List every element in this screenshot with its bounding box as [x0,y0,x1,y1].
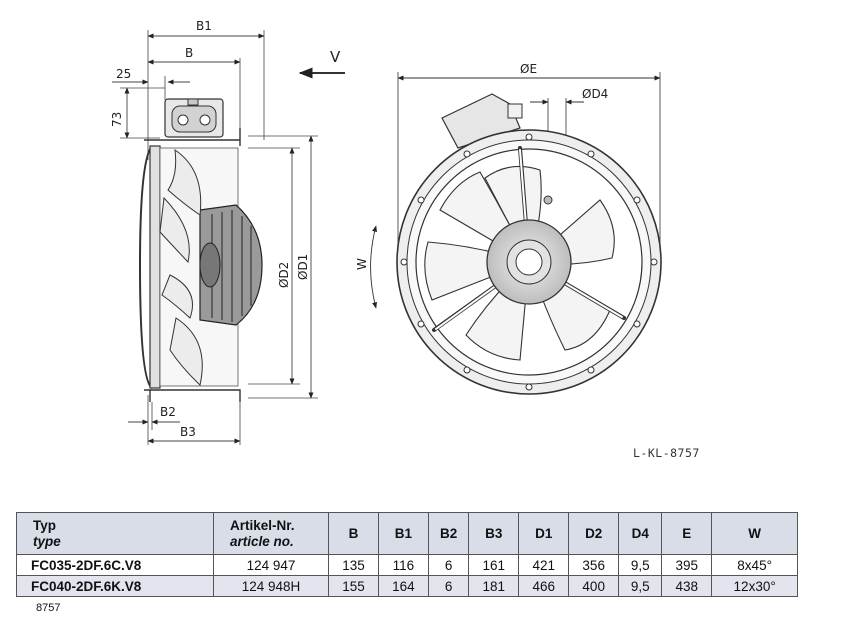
cell-d2: 356 [568,554,620,576]
dim-d4-label: ØD4 [582,87,608,101]
table-row: FC040-2DF.6K.V8 124 948H 155 164 6 181 4… [16,575,798,597]
col-article-label: Artikel-Nr. [230,517,295,533]
col-w: W [711,512,798,555]
cell-d1: 421 [518,554,570,576]
cell-type: FC035-2DF.6C.V8 [16,554,214,576]
drawing-ref-code: L-KL-8757 [633,446,700,460]
cell-b2: 6 [427,575,470,597]
dim-d2-label: ØD2 [277,262,291,288]
table-header-row: Typ type Artikel-Nr. article no. B B1 B2… [16,512,798,555]
cell-d4: 9,5 [618,575,663,597]
dim-e-label: ØE [520,62,537,76]
cell-d4: 9,5 [618,554,663,576]
col-d4: D4 [618,512,663,555]
cell-d2: 400 [568,575,620,597]
view-arrow-label: V [330,48,341,66]
cell-b1: 116 [377,554,429,576]
cell-b: 135 [328,554,379,576]
dim-b1-label: B1 [196,19,212,33]
col-type-label: Typ [33,517,56,533]
document-number: 8757 [36,602,61,614]
cell-w: 12x30° [711,575,798,597]
cell-e: 395 [661,554,713,576]
front-view [370,72,662,395]
cell-b: 155 [328,575,379,597]
col-d2: D2 [568,512,620,555]
dim-b2-label: B2 [160,405,176,419]
col-b1: B1 [377,512,429,555]
col-type: Typ type [16,512,214,555]
technical-drawing: B1 B 25 73 V ØD2 ØD1 B2 B3 ØE ØD4 W [110,19,662,445]
dim-25-label: 25 [116,67,131,81]
col-d1: D1 [518,512,570,555]
col-b: B [328,512,379,555]
cell-b3: 181 [468,575,520,597]
dim-d1-label: ØD1 [296,254,310,280]
dim-b3-label: B3 [180,425,196,439]
cell-article: 124 947 [213,554,329,576]
cell-article: 124 948H [213,575,329,597]
cell-type: FC040-2DF.6K.V8 [16,575,214,597]
col-b3: B3 [468,512,520,555]
cell-b2: 6 [427,554,470,576]
dim-b-label: B [185,46,193,60]
col-b2: B2 [427,512,470,555]
cell-w: 8x45° [711,554,798,576]
col-article: Artikel-Nr. article no. [213,512,329,555]
side-view [112,30,345,445]
table-row: FC035-2DF.6C.V8 124 947 135 116 6 161 42… [16,554,798,576]
cell-e: 438 [661,575,713,597]
cell-d1: 466 [518,575,570,597]
cell-b1: 164 [377,575,429,597]
col-type-label-en: type [33,533,61,549]
col-e: E [661,512,713,555]
cell-b3: 161 [468,554,520,576]
dim-w-label: W [355,258,369,270]
spec-table: Typ type Artikel-Nr. article no. B B1 B2… [16,512,798,597]
dim-73-label: 73 [110,112,124,127]
col-article-label-en: article no. [230,533,294,549]
